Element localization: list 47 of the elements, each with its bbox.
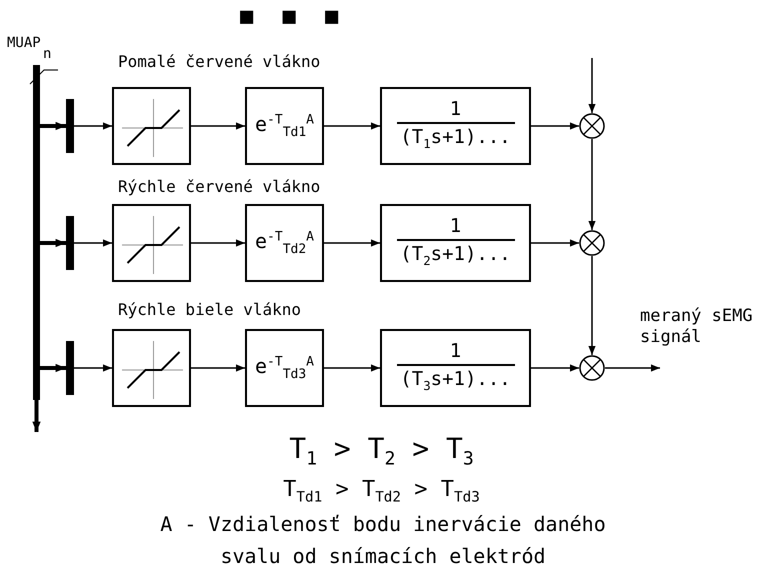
arrow	[324, 364, 380, 372]
arrow	[605, 364, 660, 372]
bus-width-label: n	[43, 46, 52, 62]
arrow	[191, 239, 245, 247]
numerator: 1	[450, 214, 462, 237]
denominator: (T$_{1}$s+1)...	[400, 126, 511, 152]
note: A - Vzdialenosť bodu inervácie daného svalu od snímacích elektród	[159, 511, 607, 570]
inequality: T$_{1}$ > T$_{2}$ > T$_{3}$	[288, 432, 475, 470]
block	[112, 329, 191, 407]
arrow	[588, 139, 596, 230]
delay-block	[245, 204, 324, 282]
block	[112, 204, 191, 282]
arrow	[324, 239, 380, 247]
denominator: (T$_{3}$s+1)...	[400, 368, 511, 394]
arrow	[531, 364, 579, 372]
arrow	[32, 400, 41, 432]
transfer-function-block	[380, 329, 531, 407]
arrow	[191, 364, 245, 372]
row-title: Rýchle biele vlákno	[118, 300, 302, 319]
transfer-function-block	[380, 87, 531, 165]
transfer-function-block	[380, 204, 531, 282]
row-title: Pomalé červené vlákno	[118, 52, 320, 71]
row-title: Rýchle červené vlákno	[118, 177, 320, 196]
arrow	[40, 364, 66, 372]
numerator: 1	[450, 340, 462, 362]
delay-block	[245, 329, 324, 407]
arrow	[74, 364, 112, 372]
denominator: (T$_{2}$s+1)...	[400, 242, 511, 270]
numerator: 1	[450, 98, 462, 120]
demultiplexer-bar	[66, 216, 74, 270]
arrow	[588, 256, 596, 355]
demultiplexer-bar	[66, 99, 74, 153]
inequality: T$_{Td1}$ > T$_{Td2}$ > T$_{Td3}$	[282, 477, 481, 506]
arrow	[74, 239, 112, 247]
arrow	[531, 239, 579, 247]
ellipsis-marks: ■ ■ ■	[240, 4, 346, 29]
arrow	[40, 238, 66, 248]
arrow	[40, 122, 66, 130]
arrow	[324, 122, 380, 130]
delay-block	[245, 87, 324, 165]
arrow	[74, 122, 112, 130]
arrow	[531, 122, 579, 130]
arrow	[588, 58, 596, 113]
demultiplexer-bar	[66, 341, 74, 395]
block	[112, 87, 191, 165]
bus-label: MUAP	[7, 35, 41, 51]
arrow	[191, 122, 245, 130]
